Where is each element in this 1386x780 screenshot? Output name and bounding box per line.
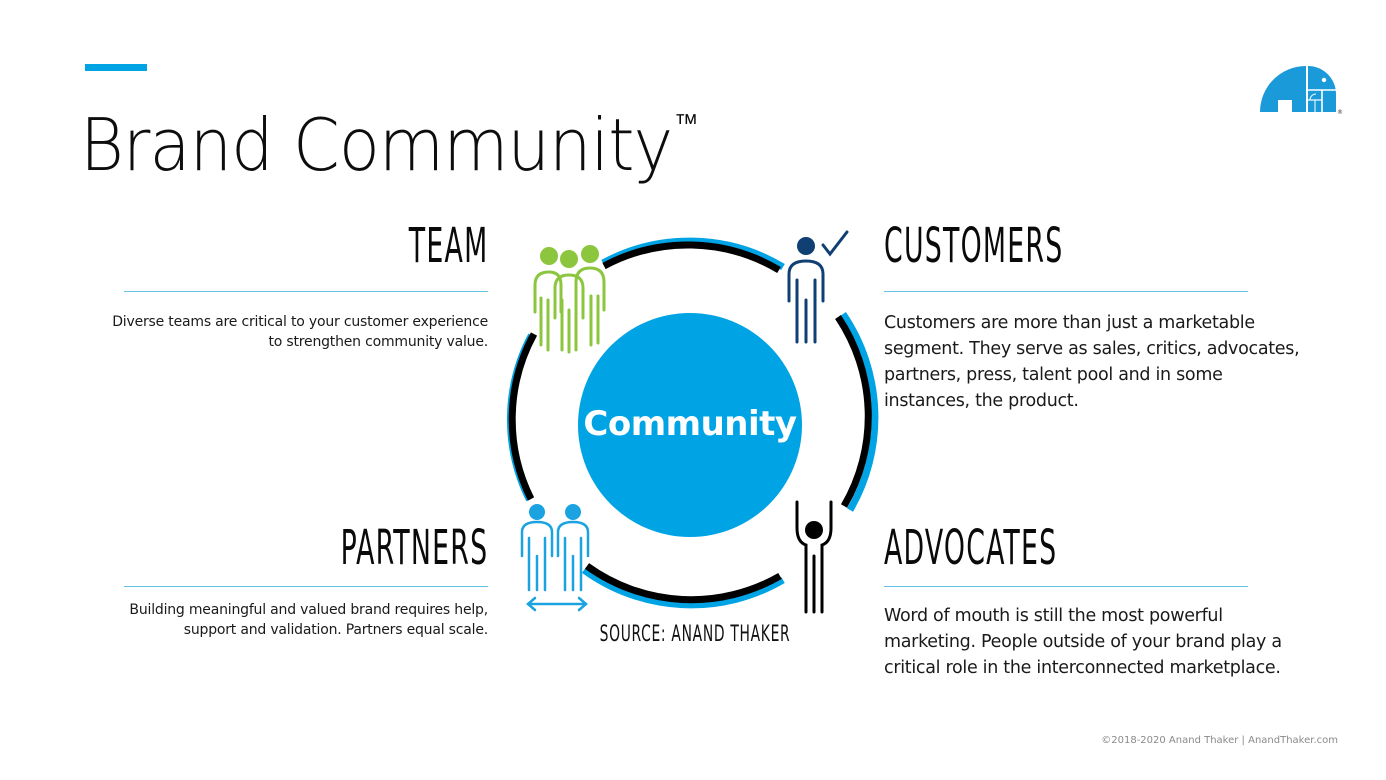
ring-top-arc (601, 237, 785, 274)
team-heading: TEAM (408, 218, 488, 274)
advocates-heading: ADVOCATES (884, 520, 1058, 576)
team-group-icon (533, 245, 606, 354)
ring-left-arc (506, 332, 538, 502)
customers-description: Customers are more than just a marketabl… (884, 310, 1324, 414)
elephant-logo-icon: ® (1258, 60, 1344, 116)
customers-description-line: partners, press, talent pool and in some (884, 365, 1223, 385)
partners-description-line: support and validation. Partners equal s… (183, 622, 488, 638)
team-divider (124, 291, 488, 292)
advocates-description: Word of mouth is still the most powerful… (884, 603, 1324, 681)
customers-description-line: Customers are more than just a marketabl… (884, 313, 1255, 333)
copyright-footer: ©2018-2020 Anand Thaker | AnandThaker.co… (1101, 735, 1338, 746)
advocates-description-line: Word of mouth is still the most powerful (884, 606, 1223, 626)
community-center-label: Community (583, 404, 797, 444)
partners-divider (124, 586, 488, 587)
partners-description: Building meaningful and valued brand req… (68, 600, 488, 640)
page-title-text: Brand Community (80, 103, 673, 187)
advocate-cheer-icon (795, 500, 833, 614)
source-attribution: SOURCE: ANAND THAKER (599, 622, 791, 647)
svg-text:®: ® (1337, 109, 1343, 116)
team-description-line: Diverse teams are critical to your custo… (112, 314, 488, 330)
advocates-divider (884, 586, 1248, 587)
ring-bottom-arc (581, 563, 785, 609)
customers-description-line: segment. They serve as sales, critics, a… (884, 339, 1300, 359)
ring-right-arc (835, 312, 879, 512)
community-diagram (500, 220, 890, 660)
team-description-line: to strengthen community value. (268, 334, 489, 350)
trademark-symbol: ™ (674, 109, 698, 139)
title-accent-bar (85, 64, 147, 71)
customers-description-line: instances, the product. (884, 391, 1079, 411)
partners-pair-icon (520, 504, 590, 612)
customer-check-icon (787, 230, 849, 344)
customers-heading: CUSTOMERS (884, 218, 1064, 274)
team-description: Diverse teams are critical to your custo… (88, 312, 488, 352)
advocates-description-line: marketing. People outside of your brand … (884, 632, 1282, 652)
advocates-description-line: critical role in the interconnected mark… (884, 658, 1281, 678)
partners-description-line: Building meaningful and valued brand req… (129, 602, 488, 618)
customers-divider (884, 291, 1248, 292)
page-title: Brand Community™ (80, 76, 698, 193)
partners-heading: PARTNERS (340, 520, 488, 576)
community-circle (578, 313, 802, 537)
